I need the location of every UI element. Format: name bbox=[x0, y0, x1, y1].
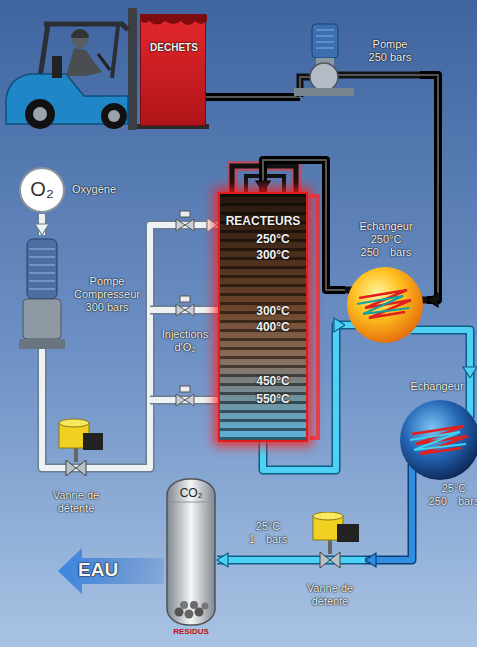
node-label: Echangeur bbox=[398, 380, 476, 393]
pipe-line bbox=[365, 510, 412, 560]
arrow-head bbox=[427, 293, 438, 307]
expansion-valve: Vanne de détente bbox=[295, 512, 365, 608]
arrow-head bbox=[256, 181, 270, 192]
node-label: Vanne de détente bbox=[305, 582, 355, 608]
water-outlet-arrow bbox=[58, 548, 164, 594]
node-label: O₂ bbox=[20, 178, 64, 200]
arrow-head bbox=[365, 553, 376, 567]
waste-container: DECHETS bbox=[140, 14, 206, 126]
node-sublabel: 450°C bbox=[242, 374, 304, 389]
node-label: REACTEURS bbox=[222, 214, 304, 229]
node-label: DECHETS bbox=[141, 41, 207, 54]
pipe-connector bbox=[107, 218, 218, 468]
node-label: Vanne de détente bbox=[51, 489, 101, 515]
node-sublabel: 550°C bbox=[242, 392, 304, 407]
pipe-line bbox=[427, 330, 470, 378]
node-label: CO₂ bbox=[165, 486, 217, 501]
pipe-line bbox=[107, 225, 218, 468]
arrow-head bbox=[334, 318, 345, 332]
pump: Pompe 250 bars bbox=[272, 22, 420, 97]
heat-exchanger-hot: Echangeur 250°C 250 bars bbox=[345, 220, 427, 345]
reactor-column: REACTEURS250°C300°C300°C400°C450°C550°C bbox=[218, 192, 308, 442]
node-label: Pompe 250 bars bbox=[364, 38, 416, 64]
node-sublabel: 25°C 250 bars bbox=[428, 482, 477, 508]
waste-container-shape bbox=[141, 15, 207, 127]
arrow-head bbox=[217, 553, 228, 567]
arrow-head bbox=[207, 218, 218, 232]
node-sublabel: 400°C bbox=[242, 320, 304, 335]
free-label: EAU bbox=[78, 559, 138, 581]
node-label: Echangeur 250°C 250 bars bbox=[358, 220, 414, 259]
oxygen-tank: O₂ Oxygène bbox=[18, 166, 138, 214]
pipe-line bbox=[42, 360, 45, 468]
free-label: 25°C 1 bars bbox=[248, 520, 288, 546]
heat-exchanger-cold: Echangeur 25°C 250 bars bbox=[398, 378, 477, 510]
forklift bbox=[6, 8, 209, 130]
node-sublabel: Oxygène bbox=[72, 183, 132, 196]
pipe-line bbox=[107, 225, 218, 468]
injection-valve bbox=[176, 211, 194, 231]
pipe-connector bbox=[217, 553, 295, 567]
expansion-valve: Vanne de détente bbox=[45, 415, 107, 515]
pipe-connector bbox=[420, 75, 438, 307]
pipe-line bbox=[365, 510, 412, 560]
pipe-line bbox=[217, 557, 295, 563]
injection-valve bbox=[176, 386, 194, 406]
pipe-connector bbox=[35, 214, 49, 235]
injection-valve bbox=[176, 296, 194, 316]
pipe-line bbox=[420, 75, 438, 300]
pipe-connector bbox=[365, 510, 412, 567]
pipe-connector bbox=[42, 360, 45, 468]
pipe-line bbox=[206, 96, 300, 98]
pipe-connector bbox=[427, 330, 477, 378]
node-sublabel: 300°C bbox=[242, 304, 304, 319]
oxygen-branch-pipe bbox=[150, 310, 218, 400]
separator-vessel-shape bbox=[165, 478, 217, 638]
pipe-line bbox=[420, 75, 438, 300]
node-sublabel: 250°C bbox=[242, 232, 304, 247]
node-sublabel: 300°C bbox=[242, 248, 304, 263]
arrow-head bbox=[35, 224, 49, 235]
separator-vessel: CO₂ RESIDUS bbox=[165, 478, 217, 638]
pipe-line bbox=[217, 556, 295, 565]
pipe-line bbox=[206, 93, 300, 101]
compressor-pump: Pompe Compresseur 300 bars bbox=[15, 235, 145, 360]
pipe-connector bbox=[206, 96, 300, 97]
node-sublabel: RESIDUS bbox=[165, 627, 217, 637]
arrow-head bbox=[463, 367, 477, 378]
node-label: Pompe Compresseur 300 bars bbox=[73, 275, 141, 314]
pipe-line bbox=[42, 360, 45, 468]
pipe-line bbox=[427, 330, 470, 378]
free-label: Injections d'O₂ bbox=[160, 328, 210, 354]
